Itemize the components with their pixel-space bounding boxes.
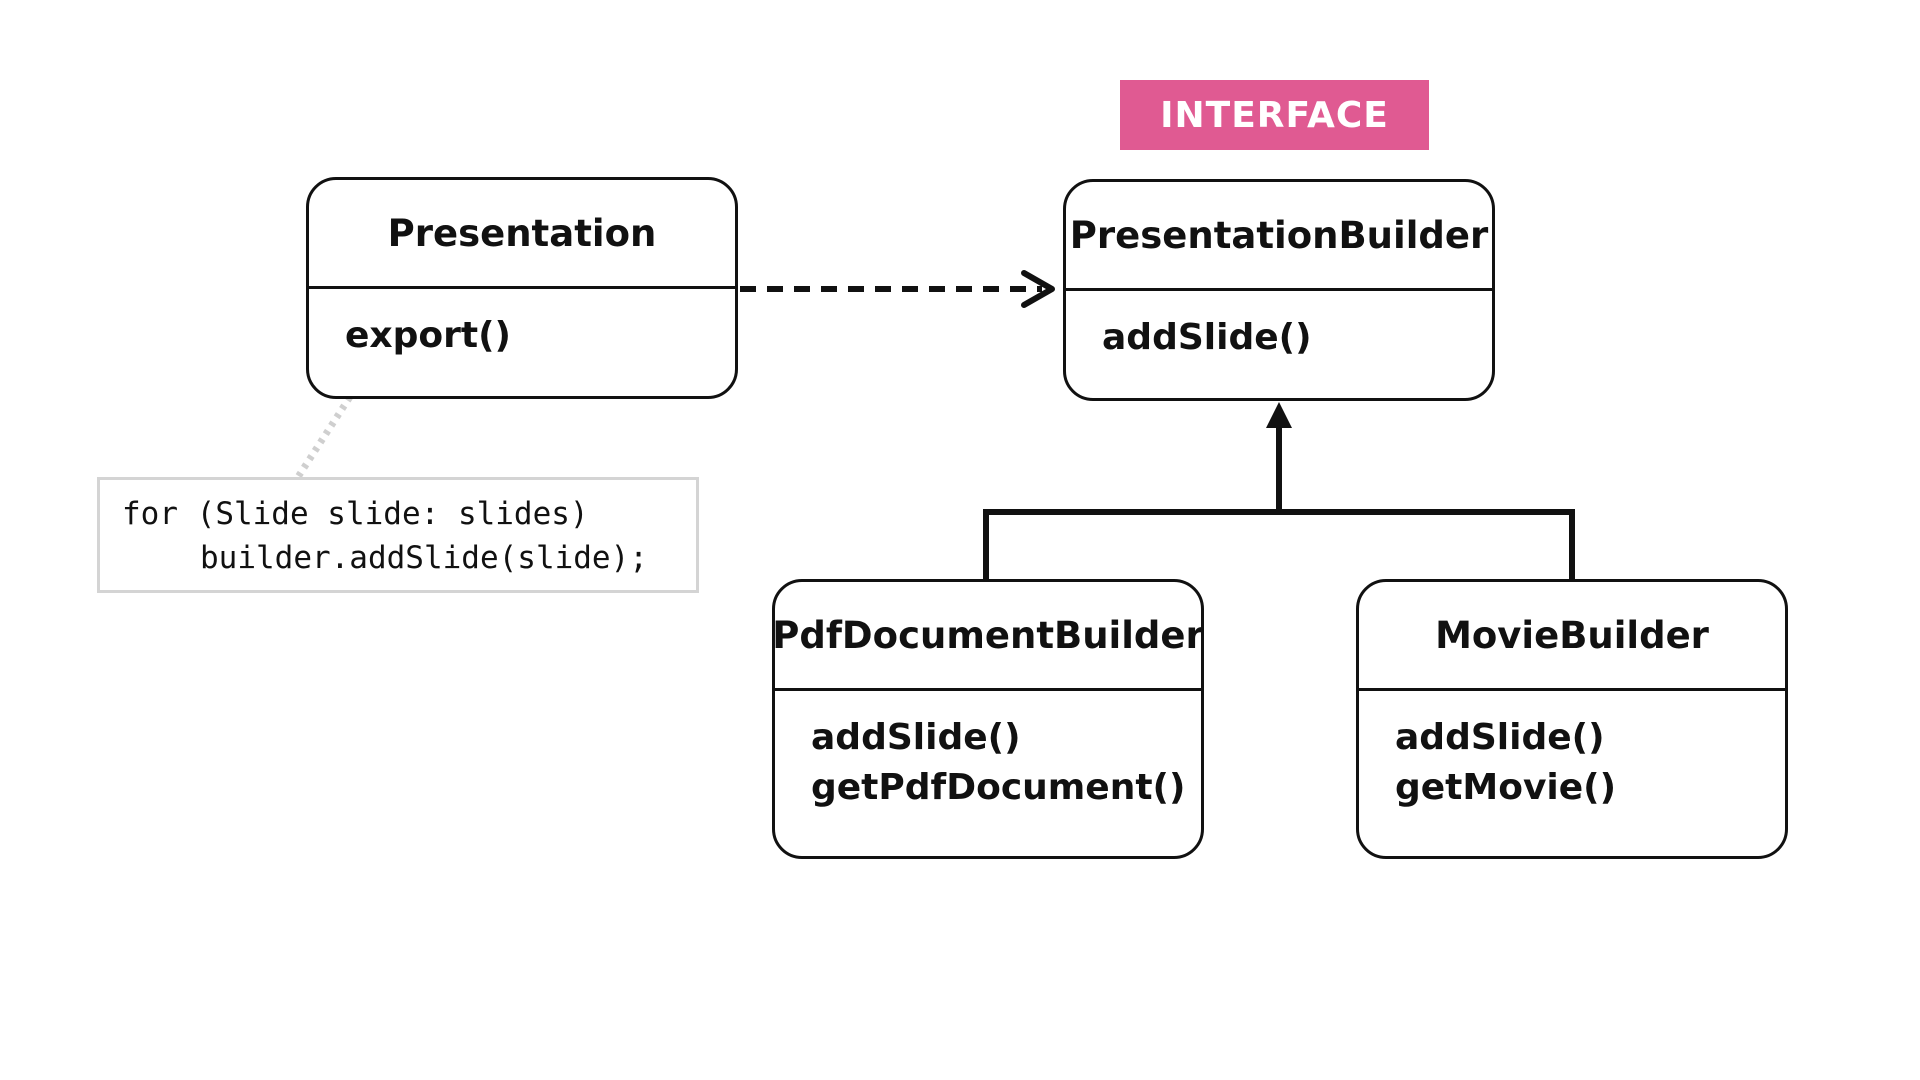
method-add-slide: addSlide() xyxy=(1102,317,1312,358)
dependency-arrow-head xyxy=(1021,270,1055,308)
realization-arrow-head xyxy=(1266,402,1292,428)
pdf-document-builder-class: PdfDocumentBuilder addSlide() getPdfDocu… xyxy=(772,579,1204,859)
code-line-call: builder.addSlide(slide); xyxy=(200,540,648,576)
code-note: for (Slide slide: slides) builder.addSli… xyxy=(97,477,699,593)
realization-connector xyxy=(983,509,1575,579)
method-add-slide: addSlide() xyxy=(1395,717,1605,758)
class-methods: export() xyxy=(309,289,735,361)
method-get-pdf-document: getPdfDocument() xyxy=(811,767,1186,808)
interface-stereotype-badge: INTERFACE xyxy=(1120,80,1429,150)
presentation-class: Presentation export() xyxy=(306,177,738,399)
class-name: Presentation xyxy=(309,180,735,289)
presentation-builder-interface: PresentationBuilder addSlide() xyxy=(1063,179,1495,401)
method-export: export() xyxy=(345,315,512,356)
code-line-loop: for (Slide slide: slides) xyxy=(122,496,589,532)
class-methods: addSlide() getPdfDocument() xyxy=(775,691,1201,813)
class-name: PresentationBuilder xyxy=(1066,182,1492,291)
class-methods: addSlide() getMovie() xyxy=(1359,691,1785,813)
class-name: MovieBuilder xyxy=(1359,582,1785,691)
movie-builder-class: MovieBuilder addSlide() getMovie() xyxy=(1356,579,1788,859)
method-get-movie: getMovie() xyxy=(1395,767,1617,808)
class-name: PdfDocumentBuilder xyxy=(775,582,1201,691)
method-add-slide: addSlide() xyxy=(811,717,1021,758)
class-methods: addSlide() xyxy=(1066,291,1492,363)
